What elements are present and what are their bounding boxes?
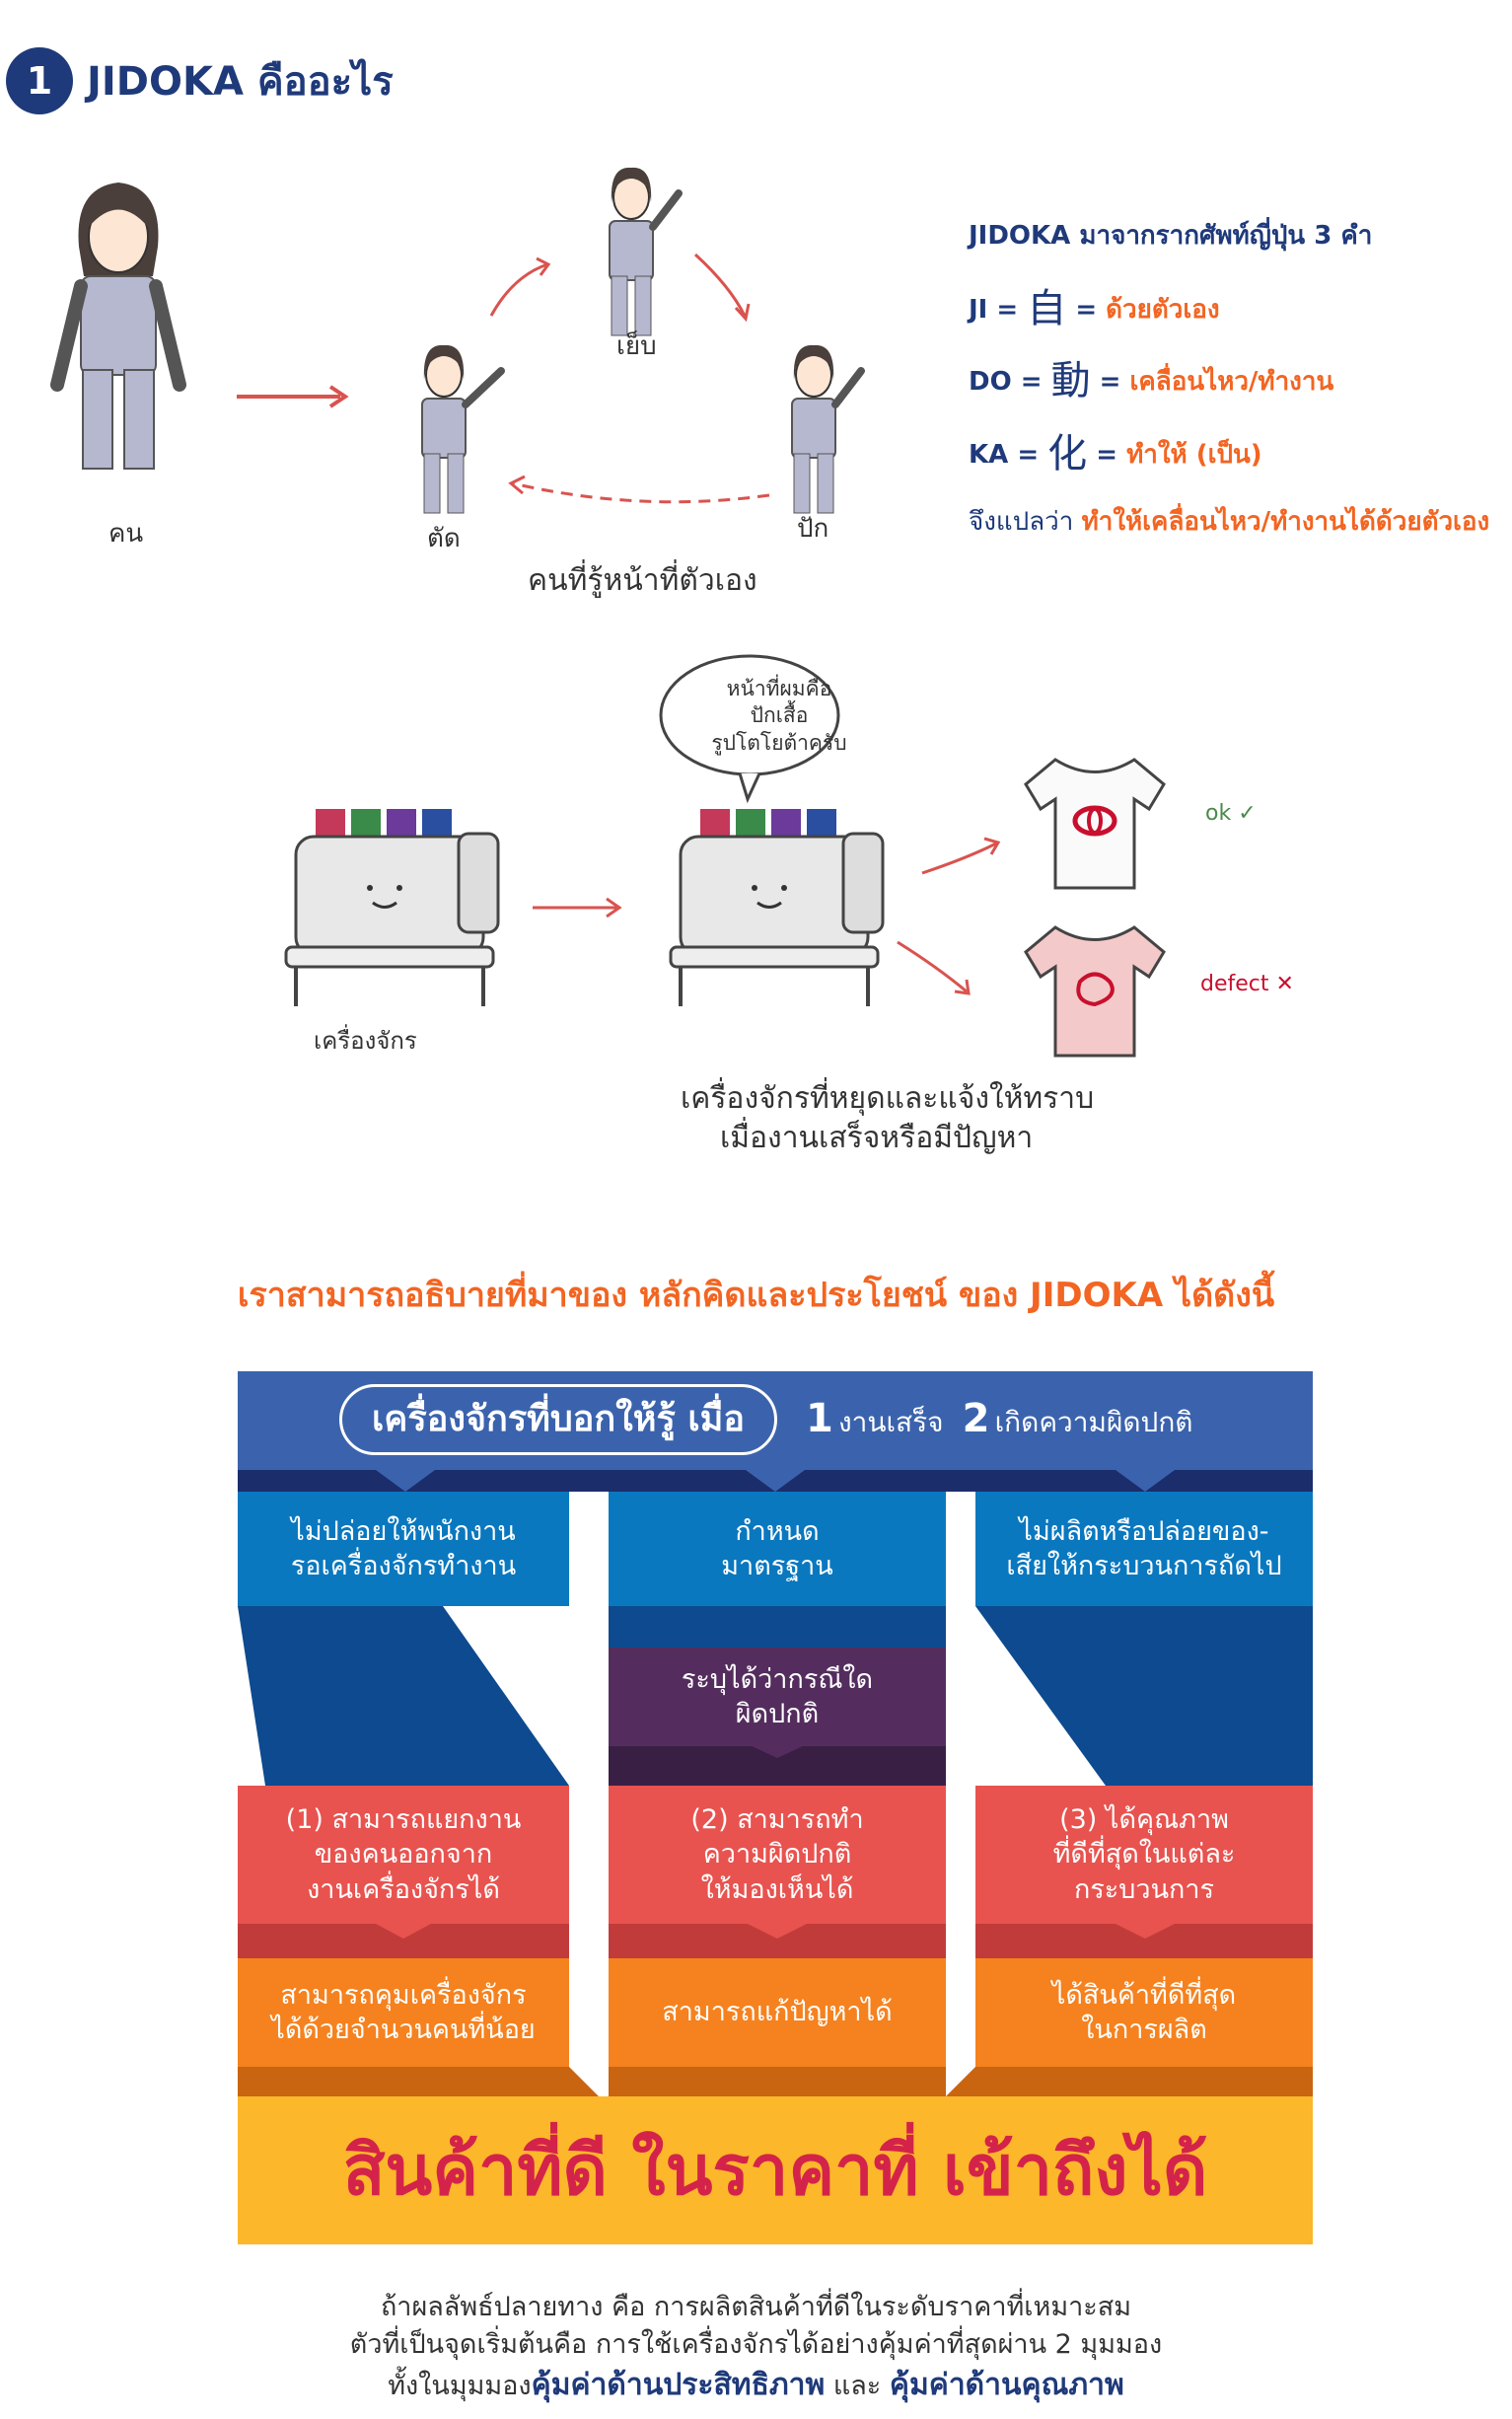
line3-and: และ [825,2370,890,2401]
illustration1-caption: คนที่รู้หน้าที่ตัวเอง [528,563,757,598]
meaning-ji: JI = 自 = ด้วยตัวเอง [969,276,1220,333]
arrows-to-shirts [897,837,1001,995]
do-eq: = [1099,367,1121,397]
ok-shirt-icon [1024,758,1166,890]
machine-label: เครื่องจักร [314,1027,417,1055]
people-illustration [50,167,865,514]
meaning-conclusion: จึงแปลว่า ทำให้เคลื่อนไหว/ทำงานได้ด้วยตั… [969,501,1489,542]
cond1-number: 1 [806,1396,833,1441]
ji-meaning: ด้วยตัวเอง [1106,295,1220,325]
talking-machine-figure [669,809,885,1006]
ka-eq: = [1096,440,1118,470]
ka-meaning: ทำให้ (เป็น) [1126,440,1262,470]
machine-figure [284,809,500,1006]
fold-label: เย็บ [616,331,657,361]
bottom-line-3: ทั้งในมุมมองคุ้มค่าด้านประสิทธิภาพ และ ค… [0,2365,1512,2407]
orange-box-1: สามารถคุมเครื่องจักร ได้ด้วยจำนวนคนที่น้… [238,1958,569,2067]
bottom-line-2: ตัวที่เป็นจุดเริ่มต้นคือ การใช้เครื่องจั… [349,2329,1163,2361]
speech-bubble-text: หน้าที่ผมคือ ปักเสื้อ รูปโตโยต้าครับ [711,677,847,755]
arrow-right-icon [533,897,622,918]
page-title: JIDOKA คืออะไร [87,59,394,105]
result-banner: สินค้าที่ดี ในราคาที่ เข้าถึงได้ [238,2096,1313,2244]
cut-worker-figure [421,344,505,514]
do-kanji: 動 [1050,358,1091,403]
fold-worker-figure [609,167,683,336]
ka-kanji: 化 [1047,431,1088,476]
embroider-label: ปัก [797,514,829,544]
section-heading: เราสามารถอธิบายที่มาของ หลักคิดและประโยช… [237,1276,1275,1315]
illustration2-caption-line1: เครื่องจักรที่หยุดและแจ้งให้ทราบ [681,1081,1095,1116]
ji-roman: JI = [969,295,1019,325]
arrow-right-icon [237,385,349,408]
cond2-text: เกิดความผิดปกติ [994,1406,1193,1438]
defect-shirt-icon [1024,925,1166,1058]
conditions: 1 งานเสร็จ 2 เกิดความผิดปกติ [806,1396,1192,1444]
conclusion-prefix: จึงแปลว่า [969,507,1074,537]
blue-box-2: กำหนด มาตรฐาน [609,1492,946,1606]
do-meaning: เคลื่อนไหว/ทำงาน [1129,367,1334,397]
defect-label: defect ✕ [1200,972,1294,996]
orange-box-2: สามารถแก้ปัญหาได้ [609,1958,946,2067]
diagram-connectors [238,1470,1313,2096]
cut-label: ตัด [427,524,461,553]
ji-eq: = [1075,295,1098,325]
blue-box-3: ไม่ผลิตหรือปล่อยของ- เสียให้กระบวนการถัด… [975,1492,1313,1606]
do-roman: DO = [969,367,1043,397]
line3-bold-quality: คุ้มค่าด้านคุณภาพ [889,2367,1124,2402]
bottom-summary: ถ้าผลลัพธ์ปลายทาง คือ การผลิตสินค้าที่ดี… [0,2289,1512,2406]
meaning-do: DO = 動 = เคลื่อนไหว/ทำงาน [969,348,1333,405]
ji-kanji: 自 [1027,286,1067,331]
meaning-intro: JIDOKA มาจากรากศัพท์ญี่ปุ่น 3 คำ [969,221,1373,251]
orange-box-3: ได้สินค้าที่ดีที่สุด ในการผลิต [975,1958,1313,2067]
purple-box: ระบุได้ว่ากรณีใด ผิดปกติ [609,1648,946,1746]
line3-prefix: ทั้งในมุมมอง [388,2370,532,2401]
ok-label: ok ✓ [1205,801,1257,826]
cond1-text: งานเสร็จ [837,1406,944,1438]
person-figure [50,183,186,470]
cycle-arrows [489,253,770,504]
section-number-badge: 1 [6,47,73,114]
conclusion-highlight: ทำให้เคลื่อนไหว/ทำงานได้ด้วยตัวเอง [1081,507,1490,537]
red-box-2: (2) สามารถทำ ความผิดปกติ ให้มองเห็นได้ [609,1786,946,1924]
red-box-3: (3) ได้คุณภาพ ที่ดีที่สุดในแต่ละ กระบวนก… [975,1786,1313,1924]
meaning-ka: KA = 化 = ทำให้ (เป็น) [969,421,1262,478]
embroider-worker-figure [791,344,865,514]
line3-bold-efficiency: คุ้มค่าด้านประสิทธิภาพ [531,2367,826,2402]
ka-roman: KA = [969,440,1040,470]
section-number: 1 [26,59,53,103]
blue-box-1: ไม่ปล่อยให้พนักงาน รอเครื่องจักรทำงาน [238,1492,569,1606]
red-box-1: (1) สามารถแยกงาน ของคนออกจาก งานเครื่องจ… [238,1786,569,1924]
top-pill: เครื่องจักรที่บอกให้รู้ เมื่อ [339,1384,777,1455]
person-label: คน [108,519,144,549]
machine-illustration [284,654,1166,1058]
bottom-line-1: ถ้าผลลัพธ์ปลายทาง คือ การผลิตสินค้าที่ดี… [380,2292,1132,2322]
illustration2-caption-line2: เมื่องานเสร็จหรือมีปัญหา [720,1121,1034,1155]
cond2-number: 2 [962,1396,990,1441]
